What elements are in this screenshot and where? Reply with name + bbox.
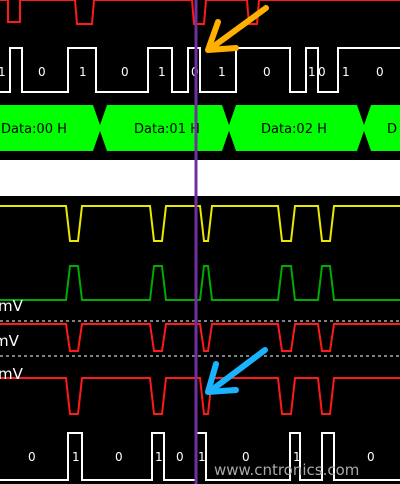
red-trace-upper [0,323,400,352]
top-bit-label: 0 [318,65,326,79]
yellow-trace [0,205,400,242]
watermark-text: www.cntronics.com [214,461,359,479]
channel-label: mV [0,297,24,315]
decode-label: Data:01 H [134,122,200,137]
decode-segment-3 [363,105,400,151]
top-bit-label: 1 [79,65,87,79]
bottom-bit-label: 1 [72,450,80,464]
top-digital-trace [0,47,400,93]
bottom-bit-label: 0 [176,450,184,464]
top-bit-label: 1 [158,65,166,79]
bottom-bit-label: 0 [115,450,123,464]
bottom-bit-label: 0 [28,450,36,464]
decode-label: Data:00 H [1,122,67,137]
top-bit-label: 1 [342,65,350,79]
top-bit-label: 0 [121,65,129,79]
top-bit-label: 0 [38,65,46,79]
bottom-bit-label: 1 [293,450,301,464]
top-red-trace [0,0,400,25]
channel-label: mV [0,332,20,350]
bottom-bit-label: 0 [367,450,375,464]
decode-segment-2 [228,105,365,151]
red-trace-lower [0,377,400,415]
channel-label: mV [0,365,24,383]
top-bit-label: 0 [376,65,384,79]
bottom-bit-label: 1 [198,450,206,464]
bottom-digital-trace [0,432,400,481]
top-bit-label: 1 [0,65,6,79]
white-band [0,160,400,196]
bottom-bit-label: 0 [242,450,250,464]
green-trace [0,265,400,301]
decode-segment-0 [0,105,101,151]
top-bit-label: 1 [308,65,316,79]
bottom-bit-label: 1 [155,450,163,464]
decode-label: Data:02 H [261,122,327,137]
top-bit-label: 0 [263,65,271,79]
top-bit-label: 1 [218,65,226,79]
orange-arrow-icon [205,5,269,53]
decode-label: D [387,122,397,137]
blue-arrow-icon [205,347,268,395]
